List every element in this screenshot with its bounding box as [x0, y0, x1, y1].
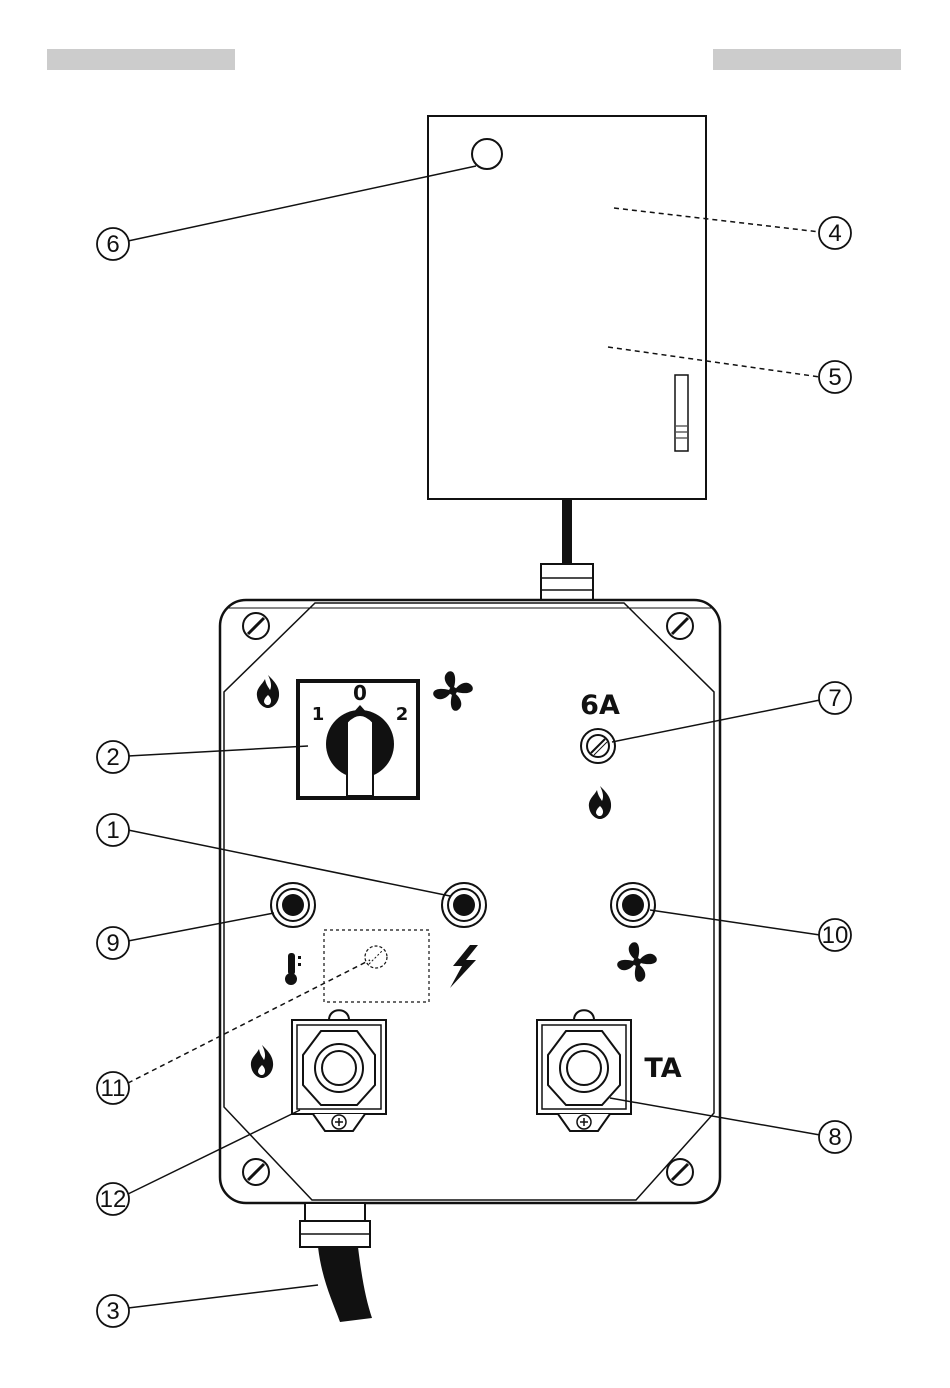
- callout-12: 12: [97, 1183, 129, 1215]
- corner-screw-top-left: [243, 613, 269, 639]
- svg-text:10: 10: [822, 922, 849, 949]
- svg-text:2: 2: [106, 744, 119, 771]
- rotary-switch[interactable]: 1 0 2: [298, 681, 418, 798]
- burner-cable-gland: [292, 1010, 386, 1131]
- callout-9: 9: [97, 927, 129, 959]
- fan-lamp: [611, 883, 655, 927]
- callout-11: 11: [97, 1072, 129, 1104]
- switch-position-1: 1: [312, 704, 325, 725]
- switch-position-0: 0: [353, 681, 367, 705]
- power-cable: [300, 1203, 372, 1322]
- callout-10: 10: [819, 919, 851, 951]
- thermostat-lamp: [271, 883, 315, 927]
- power-lamp: [442, 883, 486, 927]
- callout-1: 1: [97, 814, 129, 846]
- svg-text:9: 9: [106, 930, 119, 957]
- svg-text:6: 6: [106, 231, 119, 258]
- svg-text:1: 1: [106, 817, 119, 844]
- corner-screw-bottom-left: [243, 1159, 269, 1185]
- callout-4: 4: [819, 217, 851, 249]
- svg-text:4: 4: [828, 220, 841, 247]
- svg-text:5: 5: [828, 364, 841, 391]
- svg-text:12: 12: [100, 1186, 127, 1213]
- connecting-cable: [541, 499, 593, 602]
- corner-screw-bottom-right: [667, 1159, 693, 1185]
- fuse-rating-label: 6A: [580, 690, 620, 721]
- indicator-circle: [472, 139, 502, 169]
- ta-cable-gland: [537, 1010, 631, 1131]
- callout-5: 5: [819, 361, 851, 393]
- switch-position-2: 2: [396, 704, 409, 725]
- svg-text:8: 8: [828, 1124, 841, 1151]
- slider-knob: [675, 375, 688, 451]
- callout-7: 7: [819, 682, 851, 714]
- callout-2: 2: [97, 741, 129, 773]
- svg-text:11: 11: [101, 1075, 126, 1102]
- callout-3: 3: [97, 1295, 129, 1327]
- svg-text:7: 7: [828, 685, 841, 712]
- fuse-holder[interactable]: [581, 729, 615, 763]
- callout-6: 6: [97, 228, 129, 260]
- corner-screw-top-right: [667, 613, 693, 639]
- callout-8: 8: [819, 1121, 851, 1153]
- sensor-module: [428, 116, 706, 499]
- ta-label: TA: [644, 1053, 681, 1084]
- svg-text:3: 3: [106, 1298, 119, 1325]
